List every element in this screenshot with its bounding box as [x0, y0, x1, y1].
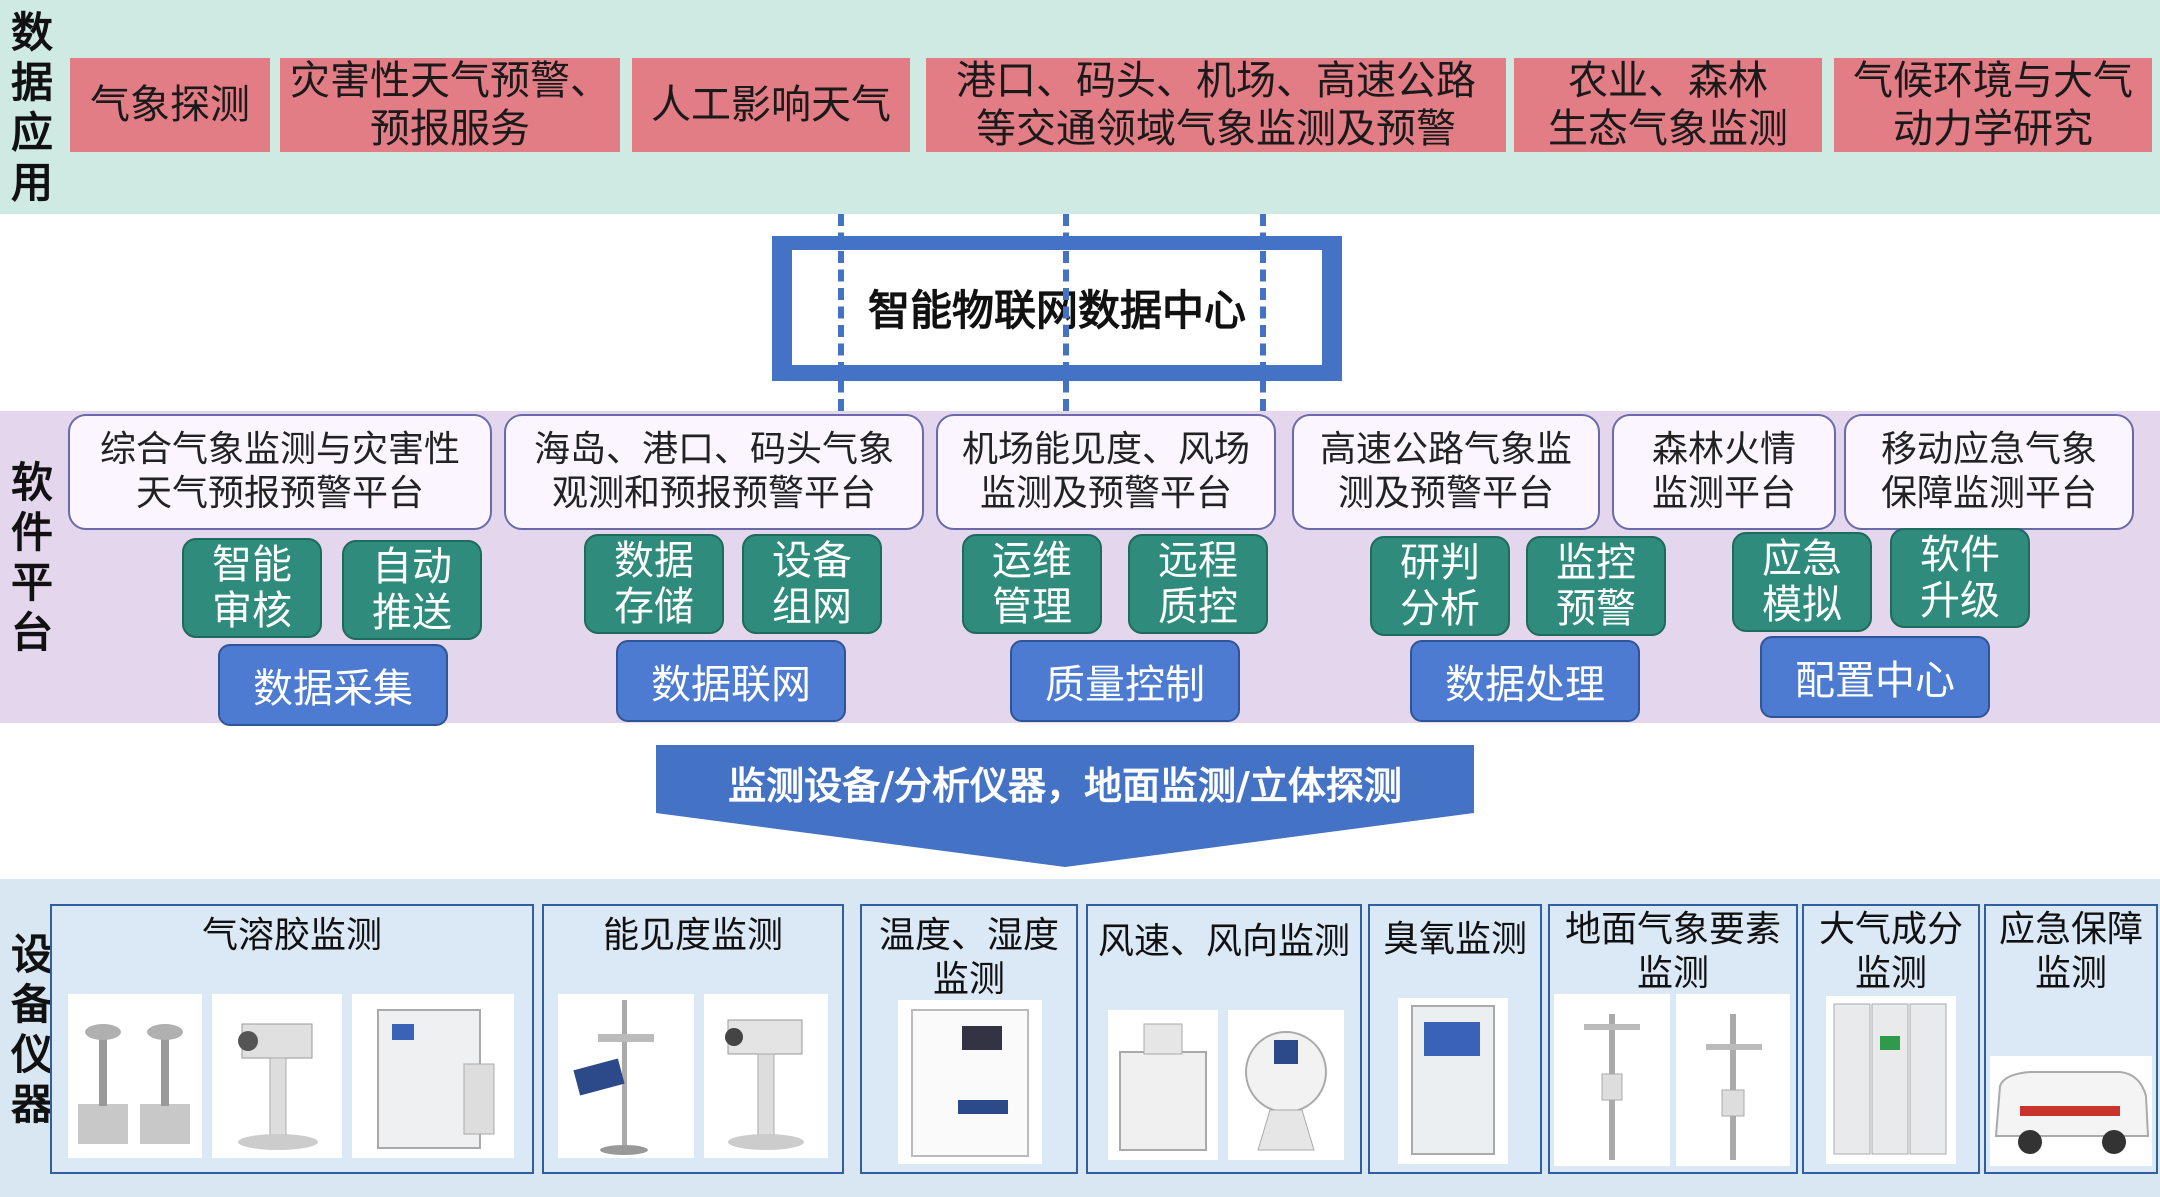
panel-aerosol: 气溶胶监测 [50, 904, 534, 1174]
device-instrument-label: 设 备 仪 器 [10, 930, 53, 1129]
aerosol-lidar-image [212, 994, 342, 1158]
ozone-analyzer-image [1398, 998, 1508, 1164]
app-climate-research: 气候环境与大气 动力学研究 [1834, 58, 2152, 152]
panel-title: 气溶胶监测 [201, 915, 382, 956]
function-auto-push: 自动 推送 [342, 540, 482, 640]
connector-line-3 [1260, 214, 1266, 411]
panel-temp-humidity: 温度、湿度 监测 [860, 904, 1078, 1174]
panel-surface-weather: 地面气象要素 监测 [1548, 904, 1798, 1174]
panel-title: 能见度监测 [602, 915, 783, 956]
function-remote-qc: 远程 质控 [1128, 534, 1268, 634]
aerosol-cabinet-image [352, 994, 514, 1158]
function-smart-review: 智能 审核 [182, 538, 322, 638]
visibility-sensor-image [558, 994, 694, 1158]
software-platform-label: 软 件 平 台 [10, 458, 53, 657]
panel-title: 地面气象要素 监测 [1564, 909, 1781, 994]
app-meteorological-detection: 气象探测 [70, 58, 270, 152]
panel-visibility: 能见度监测 [542, 904, 844, 1174]
platform-airport-visibility: 机场能见度、风场 监测及预警平台 [936, 414, 1276, 530]
function-monitor-warning: 监控 预警 [1526, 536, 1666, 636]
category-data-network: 数据联网 [616, 640, 846, 722]
weather-station-image-2 [1676, 994, 1790, 1166]
data-center-title: 智能物联网数据中心 [792, 250, 1322, 365]
category-quality-control: 质量控制 [1010, 640, 1240, 722]
aerosol-sampler-image [68, 994, 202, 1158]
connector-line-2 [1063, 214, 1069, 411]
function-analysis: 研判 分析 [1370, 536, 1510, 636]
platform-forest-fire: 森林火情 监测平台 [1612, 414, 1836, 530]
panel-title: 臭氧监测 [1382, 919, 1527, 960]
function-ops-management: 运维 管理 [962, 534, 1102, 634]
visibility-camera-image [704, 994, 828, 1158]
panel-title: 应急保障 监测 [1998, 909, 2143, 994]
arrow-label: 监测设备/分析仪器，地面监测/立体探测 [728, 763, 1402, 808]
panel-atmospheric-composition: 大气成分 监测 [1802, 904, 1980, 1174]
category-data-collection: 数据采集 [218, 644, 448, 726]
down-arrow [656, 745, 1474, 867]
temp-humidity-lidar-image [898, 1000, 1042, 1164]
platform-mobile-emergency: 移动应急气象 保障监测平台 [1844, 414, 2134, 530]
panel-emergency-support: 应急保障 监测 [1984, 904, 2158, 1174]
function-device-network: 设备 组网 [742, 534, 882, 634]
panel-wind: 风速、风向监测 [1086, 904, 1362, 1174]
panel-title: 大气成分 监测 [1818, 909, 1963, 994]
function-software-upgrade: 软件 升级 [1890, 528, 2030, 628]
wind-scanner-image [1228, 1010, 1344, 1160]
platform-integrated-weather: 综合气象监测与灾害性 天气预报预警平台 [68, 414, 492, 530]
panel-title: 温度、湿度 监测 [878, 915, 1059, 1000]
function-emergency-simulation: 应急 模拟 [1732, 532, 1872, 632]
app-weather-modification: 人工影响天气 [632, 58, 910, 152]
emergency-vehicle-image [1990, 1056, 2152, 1166]
wind-lidar-image [1108, 1010, 1218, 1160]
data-application-label: 数 据 应 用 [10, 8, 53, 207]
function-data-storage: 数据 存储 [584, 534, 724, 634]
app-agri-forest-monitoring: 农业、森林 生态气象监测 [1514, 58, 1822, 152]
composition-racks-image [1826, 996, 1956, 1164]
app-transport-weather-monitoring: 港口、码头、机场、高速公路 等交通领域气象监测及预警 [926, 58, 1506, 152]
panel-title: 风速、风向监测 [1097, 921, 1350, 962]
weather-station-image-1 [1554, 994, 1670, 1166]
connector-line-1 [838, 214, 844, 411]
platform-island-port: 海岛、港口、码头气象 观测和预报预警平台 [504, 414, 924, 530]
platform-highway-weather: 高速公路气象监 测及预警平台 [1292, 414, 1600, 530]
category-config-center: 配置中心 [1760, 636, 1990, 718]
app-disaster-weather-warning: 灾害性天气预警、 预报服务 [280, 58, 620, 152]
panel-ozone: 臭氧监测 [1368, 904, 1542, 1174]
category-data-processing: 数据处理 [1410, 640, 1640, 722]
